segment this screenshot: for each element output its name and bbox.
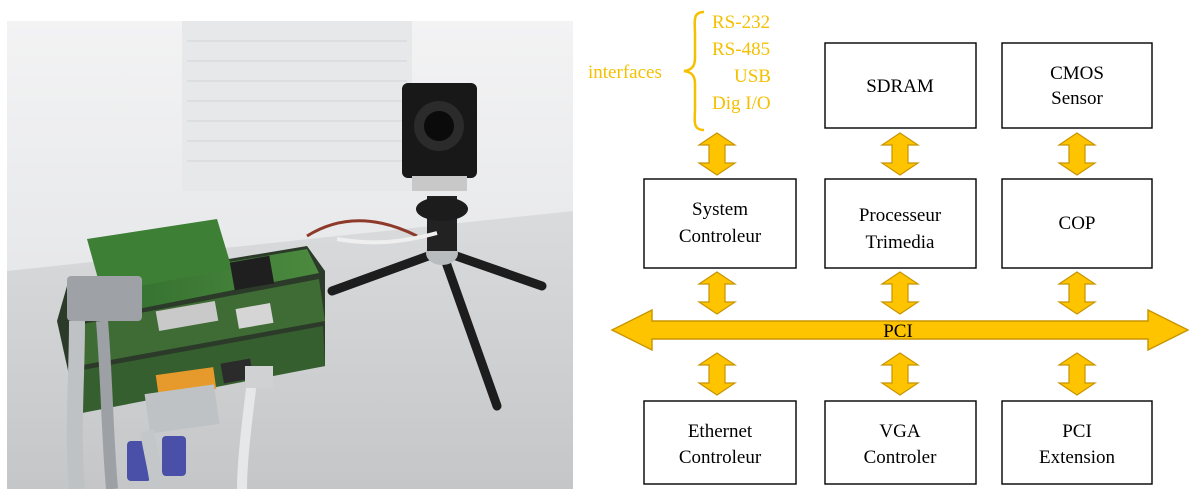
arrow-bus-ethernet (698, 352, 736, 396)
svg-text:SDRAM: SDRAM (866, 76, 934, 97)
arrow-sdram-processor (881, 132, 919, 176)
pci-extension-box: PCI Extension (1001, 400, 1153, 485)
interfaces-brace (683, 10, 705, 132)
photo-poster (182, 21, 412, 191)
interface-item-dig-io: Dig I/O (712, 93, 771, 114)
svg-text:Controleur: Controleur (679, 447, 762, 468)
interface-item-usb: USB (734, 66, 771, 87)
interface-item-rs485: RS-485 (712, 39, 770, 60)
svg-text:Ethernet: Ethernet (688, 421, 753, 442)
arrow-bus-pci-extension (1058, 352, 1096, 396)
photo-camera-cable (306, 219, 418, 238)
svg-text:PCI: PCI (1062, 421, 1092, 442)
arrow-cmos-cop (1058, 132, 1096, 176)
processeur-trimedia-box: Processeur Trimedia (824, 178, 977, 269)
hardware-photo (7, 21, 573, 489)
sdram-box: SDRAM (824, 42, 977, 129)
arrow-system-bus (698, 271, 736, 315)
svg-text:System: System (692, 199, 748, 220)
ethernet-controleur-box: Ethernet Controleur (643, 400, 797, 485)
arrow-interfaces-system (698, 132, 736, 176)
interface-item-rs232: RS-232 (712, 12, 770, 33)
arrow-bus-vga (881, 352, 919, 396)
svg-text:Sensor: Sensor (1051, 88, 1103, 109)
svg-text:Extension: Extension (1039, 447, 1115, 468)
svg-text:Controleur: Controleur (679, 226, 762, 247)
system-controleur-box: System Controleur (643, 178, 797, 269)
photo-tripod (327, 246, 547, 411)
interfaces-label: interfaces (588, 62, 662, 83)
svg-text:Processeur: Processeur (859, 205, 942, 226)
pci-bus-arrow: PCI (610, 308, 1190, 352)
photo-top-card (87, 219, 232, 293)
arrow-cop-bus (1058, 271, 1096, 315)
svg-text:CMOS: CMOS (1050, 63, 1104, 84)
svg-text:Controler: Controler (864, 447, 937, 468)
photo-gray-connector (67, 276, 142, 321)
pci-bus-label: PCI (883, 321, 913, 342)
vga-controler-box: VGA Controler (824, 400, 977, 485)
cop-box: COP (1001, 178, 1153, 269)
svg-text:COP: COP (1059, 213, 1096, 234)
cmos-sensor-box: CMOS Sensor (1001, 42, 1153, 129)
svg-text:Trimedia: Trimedia (866, 232, 936, 253)
svg-text:VGA: VGA (879, 421, 920, 442)
arrow-processor-bus (881, 271, 919, 315)
